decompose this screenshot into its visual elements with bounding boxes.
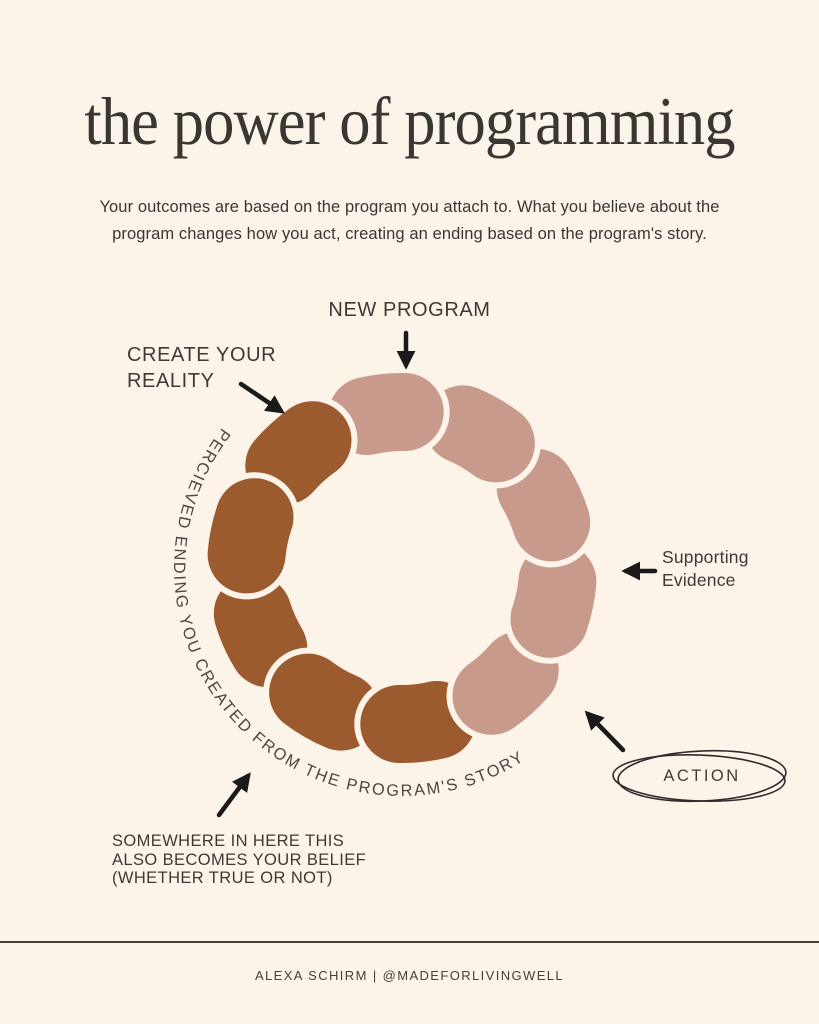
program-cycle-ring — [201, 367, 603, 769]
create-reality-line-2: REALITY — [127, 370, 215, 392]
ring-segment-brown — [207, 478, 294, 594]
footer-credit: ALEXA SCHIRM | @MADEFORLIVINGWELL — [254, 968, 565, 983]
page-subtitle: Your outcomes are based on the program y… — [0, 194, 819, 248]
footer-divider — [0, 941, 819, 943]
create-reality-arrow — [238, 381, 285, 414]
label-supporting-evidence: Supporting Evidence — [662, 546, 749, 592]
supporting-line-1: Supporting — [662, 547, 749, 567]
ring-segment-mauve — [452, 631, 559, 735]
ring-segment-brown — [269, 653, 380, 751]
label-create-your-reality: CREATE YOUR REALITY — [127, 342, 276, 394]
action-arrow — [584, 710, 626, 753]
belief-arrow — [216, 772, 251, 818]
create-reality-line-1: CREATE YOUR — [127, 344, 277, 366]
page-title: the power of programming — [84, 83, 735, 159]
ring-segment-mauve — [327, 373, 444, 455]
ring-segment-brown — [245, 401, 352, 505]
ring-segment-brown — [213, 574, 308, 688]
label-action: ACTION — [663, 767, 741, 785]
ring-segment-mauve — [510, 542, 597, 658]
supporting-line-2: Evidence — [662, 570, 736, 590]
label-new-program: NEW PROGRAM — [328, 299, 491, 321]
action-oval — [612, 749, 787, 803]
label-belief-note: SOMEWHERE IN HERE THIS ALSO BECOMES YOUR… — [112, 832, 366, 888]
ring-segment-mauve — [424, 385, 535, 483]
belief-line-3: (WHETHER TRUE OR NOT) — [112, 869, 333, 887]
ring-segment-brown — [360, 681, 477, 763]
belief-line-1: SOMEWHERE IN HERE THIS — [112, 832, 345, 850]
subtitle-line-1: Your outcomes are based on the program y… — [99, 198, 720, 216]
ring-segment-mauve — [496, 448, 591, 562]
subtitle-line-2: program changes how you act, creating an… — [112, 225, 707, 243]
belief-line-2: ALSO BECOMES YOUR BELIEF — [112, 850, 367, 869]
